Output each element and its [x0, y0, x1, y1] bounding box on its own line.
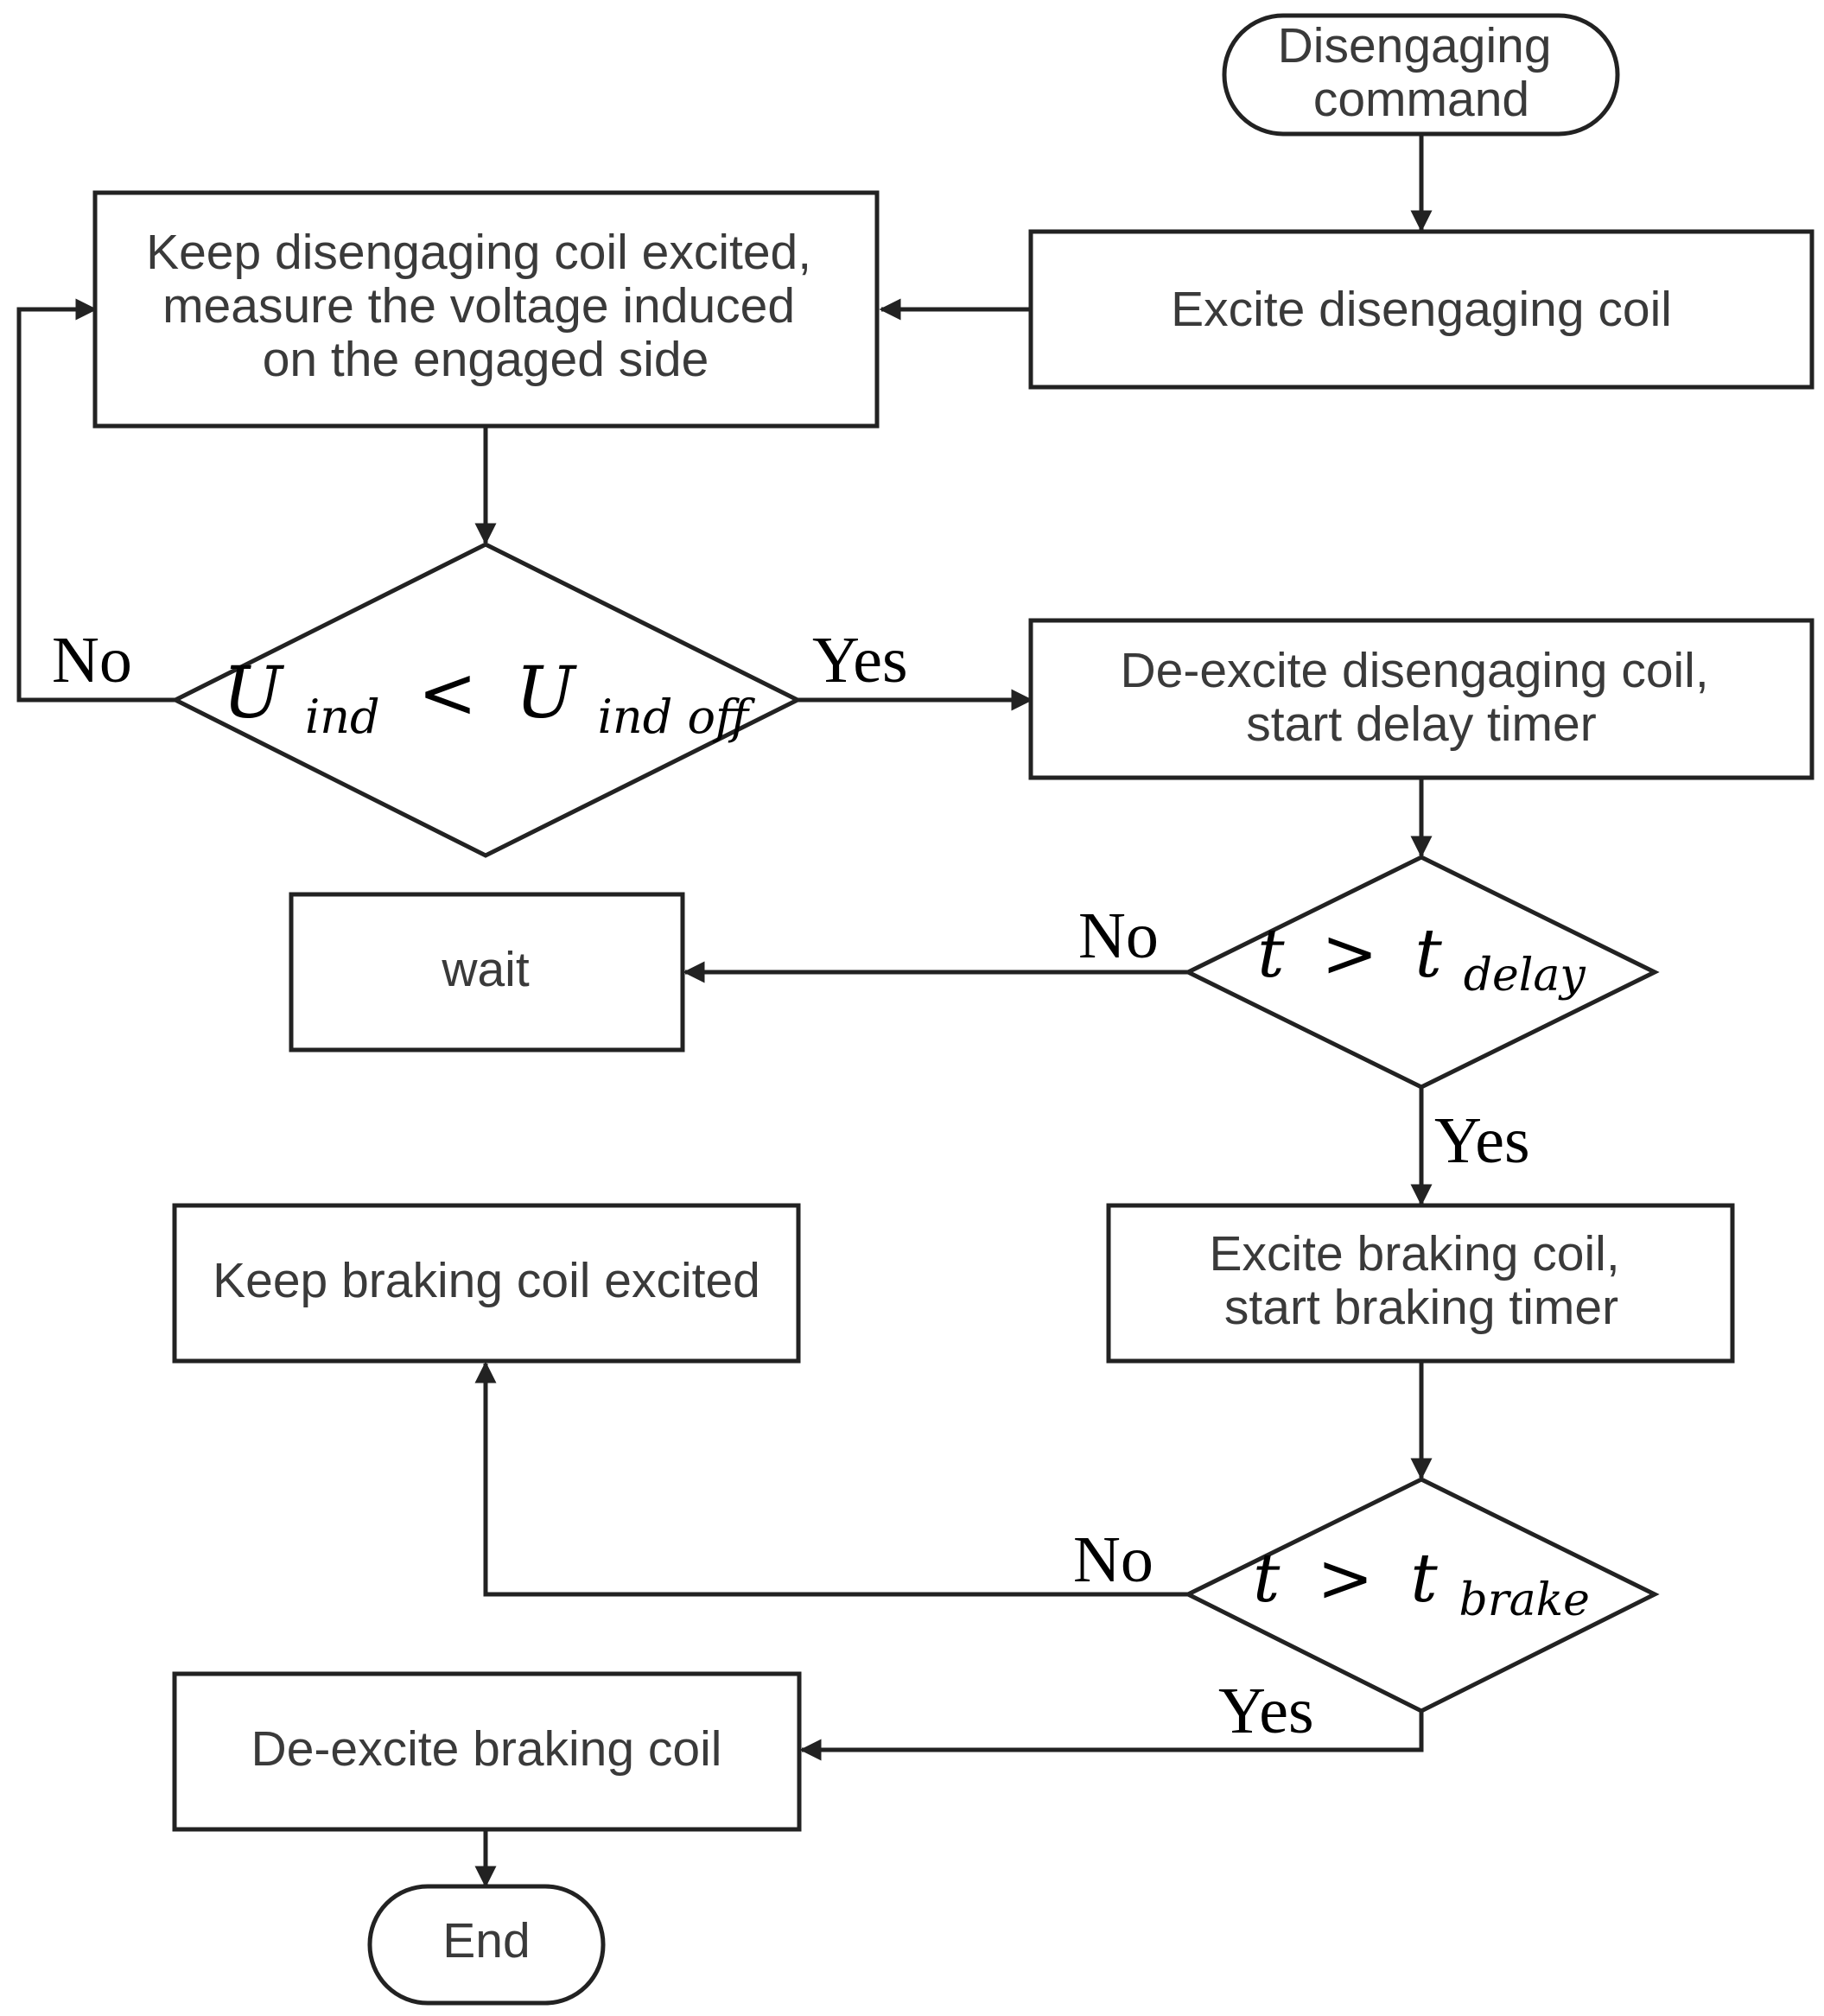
start-label: Disengaging command: [1278, 18, 1566, 127]
start-label-line-1: Disengaging: [1278, 18, 1552, 73]
decision-u-rhs-sub: ind off: [598, 690, 755, 744]
excite-braking-line-2: start braking timer: [1224, 1280, 1618, 1335]
arrow-decision-brake-no: [474, 1361, 1188, 1597]
start-terminal: [1222, 13, 1620, 137]
keep-braking-box: [172, 1203, 801, 1364]
arrow-decision-brake-yes: [799, 1711, 1424, 1761]
decision-delay-rhs-sub: delay: [1464, 950, 1586, 1002]
decision-delay-condition: t > t delay: [1257, 915, 1586, 1002]
arrow-decision-u-no-loop: [16, 298, 177, 703]
excite-disengaging-label: Excite disengaging coil: [1171, 282, 1672, 337]
excite-braking-label: Excite braking coil, start braking timer: [1209, 1226, 1633, 1335]
decision-u-yes-label: Yes: [812, 624, 908, 696]
excite-braking-box: [1106, 1203, 1735, 1364]
keep-disengaging-label: Keep disengaging coil excited, measure t…: [146, 225, 825, 387]
deexcite-disengaging-line-2: start delay timer: [1246, 696, 1596, 752]
end-label: End: [442, 1913, 530, 1968]
wait-label: wait: [441, 942, 530, 997]
keep-disengaging-box: [92, 190, 880, 429]
deexcite-disengaging-label: De-excite disengaging coil, start delay …: [1120, 643, 1722, 752]
decision-brake-rhs-sub: brake: [1459, 1574, 1590, 1626]
box-labels: Disengaging command Excite disengaging c…: [146, 18, 1722, 1968]
decision-delay-op: >: [1321, 915, 1377, 993]
decision-brake-rhs-var: t: [1410, 1540, 1438, 1618]
decision-brake-diamond: [1183, 1477, 1660, 1714]
deexcite-disengaging-line-1: De-excite disengaging coil,: [1120, 643, 1708, 698]
excite-disengaging-box: [1028, 229, 1814, 390]
decision-delay-diamond: [1183, 855, 1660, 1090]
decision-u-lhs-sub: ind: [305, 690, 380, 744]
decision-u-no-label: No: [52, 624, 132, 696]
decision-brake-no-label: No: [1073, 1523, 1154, 1596]
start-label-line-2: command: [1313, 72, 1529, 127]
keep-disengaging-line-2: measure the voltage induced: [162, 278, 795, 334]
keep-braking-label: Keep braking coil excited: [213, 1253, 760, 1308]
decision-u-diamond: [170, 542, 803, 858]
shapes: [92, 13, 1814, 2006]
wait-box: [289, 892, 685, 1053]
decision-u-lhs-var: U: [223, 652, 285, 735]
decision-u-condition: U ind < U ind off: [223, 652, 755, 750]
decision-brake-condition: t > t brake: [1253, 1540, 1590, 1626]
decision-delay-yes-label: Yes: [1434, 1104, 1530, 1177]
deexcite-braking-label: De-excite braking coil: [251, 1721, 722, 1777]
keep-disengaging-line-3: on the engaged side: [263, 332, 709, 387]
excite-braking-line-1: Excite braking coil,: [1209, 1226, 1619, 1281]
decision-delay-lhs-var: t: [1257, 915, 1285, 993]
decision-brake-yes-label: Yes: [1218, 1675, 1314, 1747]
deexcite-braking-box: [172, 1671, 802, 1832]
decision-delay-no-label: No: [1078, 900, 1159, 972]
decision-u-op: <: [418, 652, 478, 735]
decision-brake-lhs-var: t: [1253, 1540, 1281, 1618]
decision-u-rhs-var: U: [515, 652, 577, 735]
branch-labels: No Yes No Yes No Yes: [52, 624, 1530, 1747]
connectors: [16, 134, 1433, 1888]
decision-brake-op: >: [1317, 1540, 1373, 1618]
decision-delay-rhs-var: t: [1415, 915, 1443, 993]
end-terminal: [367, 1884, 606, 2006]
keep-disengaging-line-1: Keep disengaging coil excited,: [146, 225, 811, 280]
deexcite-disengaging-box: [1028, 618, 1814, 780]
